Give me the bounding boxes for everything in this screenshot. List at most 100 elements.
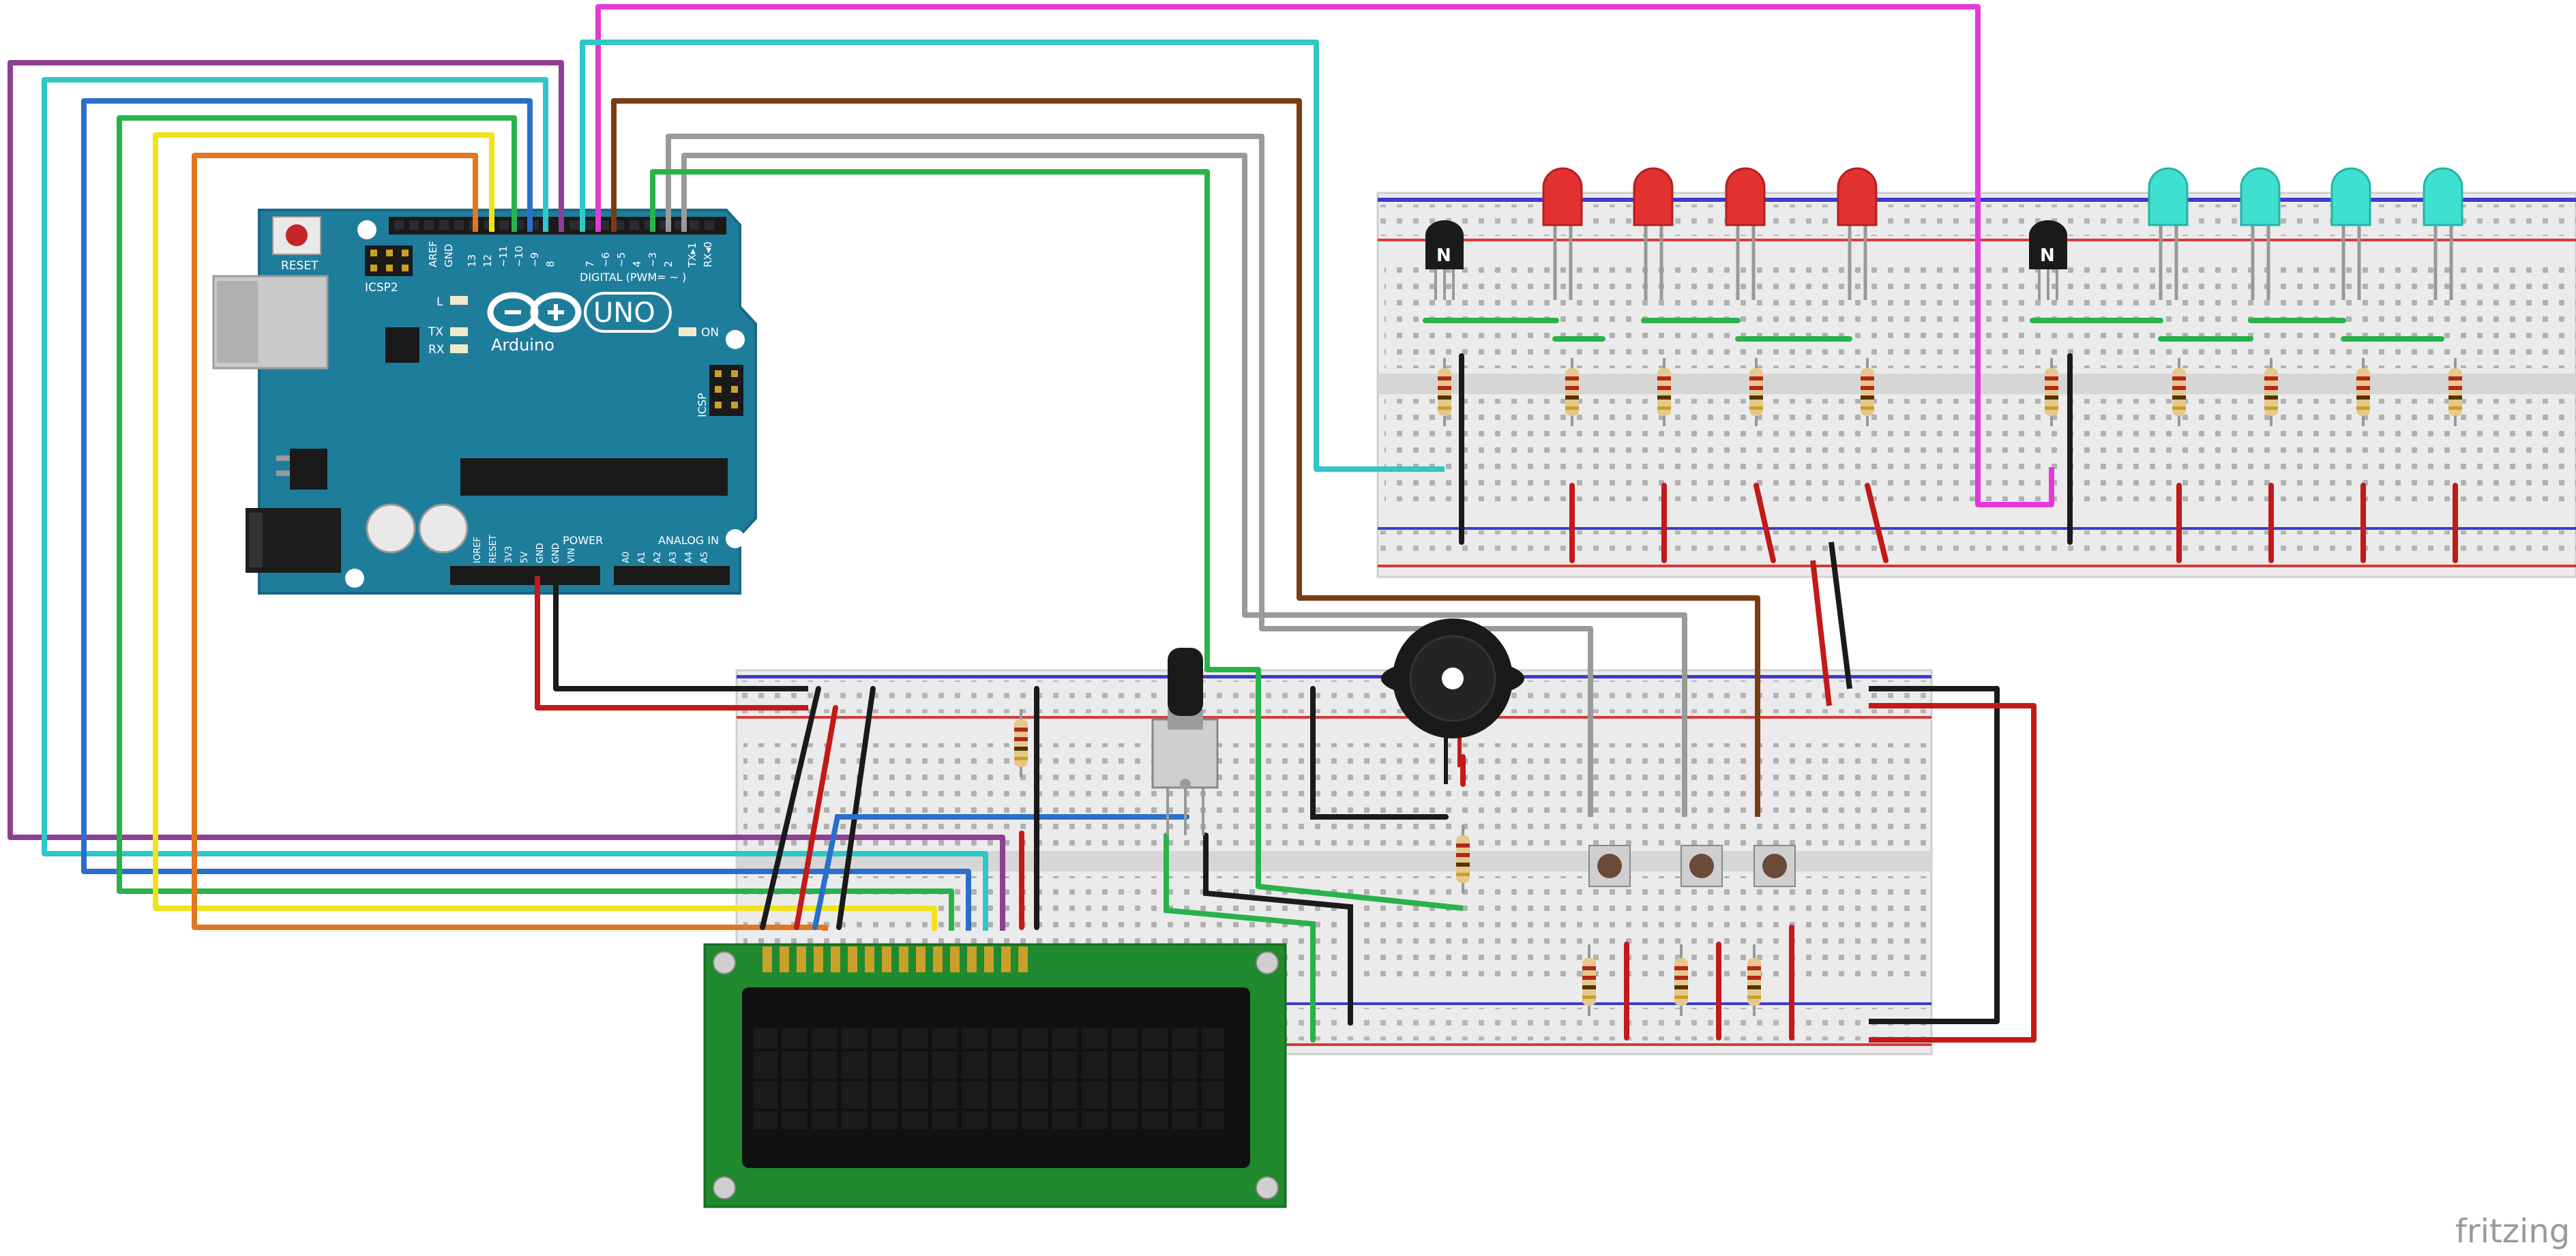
resistor-t6 [2045, 358, 2058, 426]
bottom-jumpers [760, 686, 1794, 1043]
bridge-black-1 [1829, 541, 1852, 689]
pin-9-label: ~9 [529, 252, 541, 267]
piezo-buzzer [1381, 618, 1524, 784]
resistor-t1 [1438, 358, 1451, 426]
bridge-black-right [1869, 686, 2000, 1024]
red-led-1 [1542, 167, 1583, 300]
wire-red-5v [535, 576, 808, 711]
top-resistors [1438, 358, 2462, 426]
lcd-screw-tl [713, 951, 736, 974]
a0-pin-label: A0 [621, 552, 632, 563]
transistor-2-label: N [2040, 245, 2055, 266]
ioref-pin-label: IOREF [473, 537, 483, 563]
resistor-t5 [1861, 358, 1874, 426]
arduino-logo: UNO Arduino [487, 292, 672, 355]
gnd-pin-label: GND [443, 244, 455, 267]
resistor-b2 [1674, 944, 1688, 1016]
voltage-regulator [290, 449, 327, 490]
led-row-red [1542, 167, 1878, 300]
resistor-pot-side [1014, 709, 1028, 777]
power-header [450, 566, 600, 585]
analog-header [614, 566, 730, 585]
wire-cyan-top [580, 40, 1445, 472]
red-led-3 [1725, 167, 1766, 300]
arduino-uno-board: RESET ICSP2 DIGITAL (PWM= ~ ) AREF GND 1… [212, 209, 757, 595]
wire-gray-2 [681, 153, 1687, 817]
aref-pin-label: AREF [427, 241, 439, 267]
pushbutton-3[interactable] [1753, 845, 1796, 887]
uno-label: UNO [593, 297, 655, 329]
power-label: POWER [563, 534, 603, 547]
pin-13-label: 13 [466, 254, 478, 267]
icsp2-label: ICSP2 [365, 281, 398, 295]
vin-pin-label: VIN [567, 548, 577, 563]
pin-7-label: 7 [584, 260, 596, 267]
top-red-4 [1865, 483, 1889, 563]
wire-green-pot [650, 169, 1464, 911]
pushbutton-1[interactable] [1588, 845, 1631, 887]
signal-wires [8, 4, 2054, 931]
wire-green-long [117, 115, 954, 931]
pushbutton-2[interactable] [1681, 845, 1723, 887]
usb-chip [385, 327, 419, 363]
resistors-buttons [1582, 944, 1761, 1016]
tx-led [450, 327, 468, 336]
pin-2-label: 2 [662, 260, 675, 267]
resistor-t3 [1657, 358, 1671, 426]
pin-5-label: ~5 [615, 252, 627, 267]
lcd-screw-br [1256, 1176, 1279, 1199]
jumper-black-2 [836, 686, 876, 930]
bridge-red-1 [1810, 560, 1832, 706]
reset-pin-label: RESET [488, 535, 499, 563]
a5-pin-label: A5 [700, 552, 710, 563]
gnd1-pin-label: GND [535, 543, 546, 563]
resistor-b1 [1582, 944, 1596, 1016]
wire-gray-1 [666, 134, 1593, 817]
top-red-3 [1753, 483, 1776, 563]
pin-4-label: 4 [631, 260, 643, 267]
resistor-t10 [2448, 358, 2462, 426]
lcd-screw-tr [1256, 951, 1279, 974]
lcd-pins [763, 946, 1028, 972]
a4-pin-label: A4 [684, 552, 694, 563]
icsp-label: ICSP [696, 393, 709, 417]
cyan-led-2 [2240, 167, 2281, 300]
wire-orange [192, 153, 828, 931]
wire-purple [8, 60, 1005, 931]
capacitor-1 [366, 503, 416, 554]
red-led-4 [1837, 167, 1878, 300]
red-led-2 [1633, 167, 1674, 300]
lcd-screw-bl [713, 1176, 736, 1199]
jumper-red-1 [794, 705, 838, 930]
resistor-t8 [2264, 358, 2278, 426]
top-jumpers [1423, 318, 2458, 563]
rx-led [450, 344, 468, 353]
jumper-black-1 [760, 686, 821, 930]
pin-3-label: ~3 [647, 252, 659, 267]
npn-transistor-2: N [2029, 220, 2067, 300]
pin-10-label: ~10 [513, 245, 525, 267]
lcd-16x2-module [703, 943, 1287, 1208]
wire-yellow [153, 132, 937, 931]
arduino-brand: Arduino [491, 335, 554, 355]
a1-pin-label: A1 [637, 552, 647, 563]
potentiometer[interactable] [1151, 648, 1219, 835]
power-wires-arduino [535, 576, 808, 711]
l-led [450, 296, 468, 305]
wire-brown [611, 98, 1760, 817]
on-led-label: ON [701, 326, 719, 340]
capacitor-2 [418, 503, 469, 554]
npn-transistor-1: N [1425, 220, 1464, 300]
reset-label: RESET [281, 259, 319, 273]
jumper-black-buzzer [1310, 686, 1449, 820]
transistor-1-label: N [1436, 245, 1451, 266]
cyan-led-1 [2148, 167, 2189, 300]
analog-label: ANALOG IN [658, 534, 719, 547]
gnd2-pin-label: GND [551, 543, 561, 563]
l-led-label: L [436, 295, 443, 309]
resistor-buzzer [1456, 825, 1470, 893]
potentiometer-knob[interactable] [1168, 648, 1203, 716]
pin-11-label: ~11 [497, 245, 509, 267]
tx-led-label: TX [428, 325, 443, 339]
